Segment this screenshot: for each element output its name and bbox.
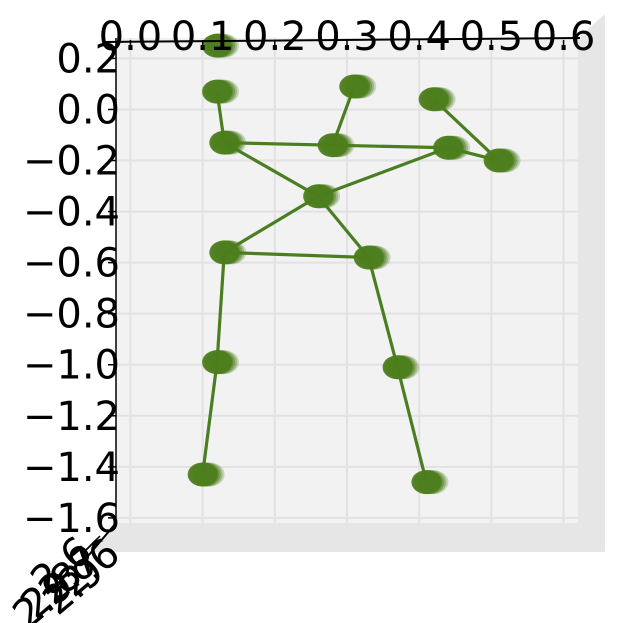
joint-right-knee [382,355,420,380]
bone-left-knee-left-ankle [201,361,219,475]
y-tick-label: −1.0 [23,343,120,389]
joint-pelvis [303,184,341,209]
joint-right-ankle [411,470,449,495]
joint-marker-layer [202,79,233,104]
bone-left-hip-left-knee [215,252,226,363]
x-tick-label: 0.4 [387,14,451,60]
y-tick-label: −1.4 [23,445,120,491]
joint-marker-layer [433,135,464,160]
joint-marker-layer [187,462,218,487]
joint-marker-layer [202,350,233,375]
x-tick-label: 0.2 [243,14,307,60]
bone-right-knee-right-ankle [395,366,428,483]
plot-right-pane [578,14,605,552]
joint-marker-layer [483,148,514,173]
x-tick-label: 0.5 [460,14,524,60]
x-tick-label: 0.1 [171,14,235,60]
bone-right-hip-right-knee [367,257,400,368]
y-tick-label: −0.4 [23,190,120,236]
joint-marker-layer [418,87,449,112]
depth-axis-line [87,522,117,557]
joint-right-elbow [483,148,521,173]
y-tick-label: −1.6 [23,496,120,542]
plot-floor-pane [90,523,605,552]
joint-head-top [202,33,240,58]
bone-left-hip-right-hip [224,250,369,260]
y-tick-label: −1.2 [23,394,120,440]
joint-marker-layer [382,355,413,380]
joint-right-shoulder [433,135,471,160]
joint-marker-layer [303,184,334,209]
bone-pelvis-left-hip [223,194,319,254]
y-tick-label: 0.0 [56,87,120,133]
joint-head [202,79,240,104]
joint-right-hip [353,245,391,270]
y-tick-label: −0.6 [23,241,120,287]
joint-left-ankle [187,462,225,487]
joint-marker-layer [353,245,384,270]
joint-neck [209,130,247,155]
x-axis-line [103,37,581,43]
joint-marker-layer [339,74,370,99]
joint-marker-layer [202,33,233,58]
joint-chest [317,133,355,158]
joint-right-hand [339,74,377,99]
y-tick-label: −0.2 [23,139,120,185]
y-tick-label: 0.2 [56,36,120,82]
joint-left-hip [209,240,247,265]
bone-right-elbow-right-wrist [432,98,500,162]
joint-marker-layer [209,130,240,155]
joint-marker-layer [317,133,348,158]
y-tick-label: −0.8 [23,292,120,338]
joint-left-knee [202,350,240,375]
y-tick-labels: 0.2 0.0 −0.2 −0.4 −0.6 −0.8 −1.0 −1.2 −1.4 −1.6 [23,36,120,541]
depth-tick-mark [81,545,91,555]
x-tick-label: 0.0 [99,14,163,60]
skeleton-joints [187,33,521,495]
bone-right-shoulder-pelvis [317,146,449,198]
x-tick-label: 0.6 [532,14,596,60]
bone-neck-chest [224,141,333,147]
joint-right-wrist [418,87,456,112]
joint-marker-layer [209,240,240,265]
x-tick-label: 0.3 [315,14,379,60]
bone-neck-pelvis [223,141,319,198]
bone-chest-right-shoulder [332,143,449,150]
joint-marker-layer [411,470,442,495]
skeleton-bones [201,85,500,483]
